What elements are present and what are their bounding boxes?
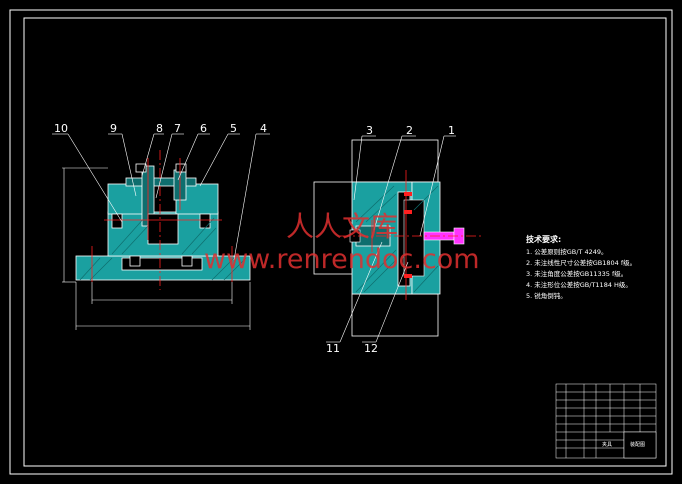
body-left-block: [107, 183, 147, 215]
nut-top-left: [135, 163, 147, 173]
centerlines-left: [91, 150, 233, 290]
technical-notes: 技术要求: 1. 公差原则按GB/T 4249。 2. 未注线性尺寸公差按GB1…: [526, 234, 636, 300]
front-section-view: 10 9 8 7 6 5 4: [52, 122, 270, 330]
centerlines-right: [340, 170, 482, 300]
title-block-designation: 装配图: [630, 441, 645, 448]
bolt-bottom-left: [129, 255, 141, 267]
inner-cavity: [147, 213, 179, 245]
section-hatch-left: [79, 215, 247, 281]
note-1: 1. 公差原则按GB/T 4249。: [526, 247, 608, 256]
callout-1: 1: [448, 124, 455, 137]
side-red-markers: [404, 192, 412, 278]
leaders-left: [52, 133, 270, 261]
watermark-cn: 人人文库: [286, 210, 398, 243]
side-section-view: 3 2 1 11 12: [313, 124, 482, 355]
section-hatch-right: [355, 185, 439, 293]
note-2: 2. 未注线性尺寸公差按GB1804 f级。: [526, 258, 636, 267]
nut-top-right: [175, 163, 187, 173]
outer-border: [9, 9, 673, 475]
bolt-right: [199, 213, 211, 229]
watermark-url: www.renrendoc.com: [204, 244, 480, 275]
callout-11: 11: [326, 342, 340, 355]
note-4: 4. 未注形位公差按GB/T1184 H级。: [526, 280, 632, 289]
title-block: [555, 383, 657, 459]
callout-6: 6: [200, 122, 207, 135]
bolt-bottom-right: [181, 255, 193, 267]
callout-9: 9: [110, 122, 117, 135]
callout-12: 12: [364, 342, 378, 355]
note-3: 3. 未注角度公差按GB11335 f级。: [526, 269, 627, 278]
leaders-right: [326, 135, 456, 343]
callout-4: 4: [260, 122, 267, 135]
callout-8: 8: [156, 122, 163, 135]
notes-title: 技术要求:: [526, 234, 561, 244]
bolt-left: [111, 213, 123, 229]
side-body-bottom: [351, 293, 439, 337]
inner-border: [23, 17, 667, 467]
title-block-drawing-title: 夹具: [602, 441, 612, 448]
dimensions-left: [62, 167, 251, 330]
side-body-top: [351, 139, 439, 183]
callout-5: 5: [230, 122, 237, 135]
callout-7: 7: [174, 122, 181, 135]
callout-3: 3: [366, 124, 373, 137]
note-5: 5. 锐角倒钝。: [526, 291, 567, 300]
callout-10: 10: [54, 122, 68, 135]
callout-2: 2: [406, 124, 413, 137]
